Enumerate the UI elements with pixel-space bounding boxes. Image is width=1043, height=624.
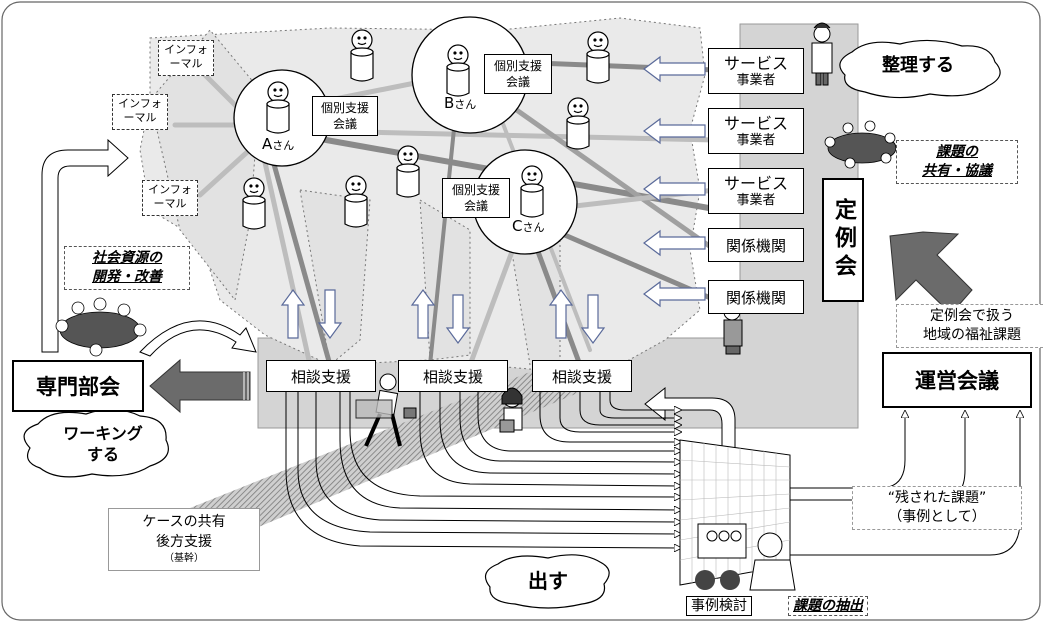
informal-box-1: インフォーマル xyxy=(158,40,214,76)
person-c-label: Cさん xyxy=(512,217,545,235)
informal-box-2: インフォーマル xyxy=(112,94,168,130)
individual-meeting-c: 個別支援会議 xyxy=(442,178,510,218)
resource-dev-label: 社会資源の開発・改善 xyxy=(64,246,190,290)
dark-arrow-to-committee xyxy=(149,358,251,414)
cloud-output-label: 出す xyxy=(528,569,568,593)
consultation-box-2: 相談支援 xyxy=(398,360,508,392)
remaining-issues-label: “残された課題”（事例として） xyxy=(852,486,1022,530)
regular-topics-label: 定例会で扱う地域の福祉課題 xyxy=(896,304,1043,348)
person-a-label: Aさん xyxy=(262,135,295,153)
dark-arrow-to-regular xyxy=(889,231,973,315)
woman-figure xyxy=(499,387,523,433)
hatched-band xyxy=(160,360,580,560)
flow-lines xyxy=(285,390,680,548)
cloud-working xyxy=(23,408,169,478)
staff-figure-top xyxy=(811,22,833,86)
consultation-box-3: 相談支援 xyxy=(532,360,632,392)
case-review-sheet xyxy=(679,439,796,591)
related-org-2: 関係機関 xyxy=(708,280,804,314)
service-provider-1: サービス事業者 xyxy=(708,48,804,94)
meeting-icon-left xyxy=(55,297,147,357)
cloud-output xyxy=(484,554,610,609)
issue-sharing-label: 課題の共有・協議 xyxy=(896,140,1018,184)
issue-extraction-label: 課題の抽出 xyxy=(788,596,868,617)
individual-meeting-b: 個別支援会議 xyxy=(484,54,552,94)
cloud-working-label: ワーキングする xyxy=(63,424,143,464)
case-review-label: 事例検討 xyxy=(686,596,752,617)
individual-meeting-a: 個別支援会議 xyxy=(312,96,378,136)
inflow-arrows xyxy=(643,55,706,308)
cloud-organize-label: 整理する xyxy=(882,55,954,76)
informal-box-3: インフォーマル xyxy=(142,180,198,216)
case-sharing-label: ケースの共有後方支援（基幹） xyxy=(108,508,260,572)
consultation-box-1: 相談支援 xyxy=(266,360,376,392)
specialist-committee-box: 専門部会 xyxy=(12,360,144,412)
updown-arrows xyxy=(280,288,606,345)
service-provider-3: サービス事業者 xyxy=(708,168,804,214)
curve-arrow-back xyxy=(644,386,736,461)
walking-figure xyxy=(355,373,417,447)
meeting-icon-right xyxy=(824,120,897,169)
regular-meeting-box: 定例会 xyxy=(822,178,864,302)
curve-arrow-right xyxy=(139,320,257,357)
person-b-label: Bさん xyxy=(444,94,477,112)
related-org-1: 関係機関 xyxy=(708,228,804,262)
service-provider-2: サービス事業者 xyxy=(708,108,804,154)
people-figures xyxy=(242,29,610,230)
curve-arrow-up xyxy=(41,138,129,353)
cloud-organize xyxy=(839,39,1001,99)
management-meeting-box: 運営会議 xyxy=(882,352,1032,408)
